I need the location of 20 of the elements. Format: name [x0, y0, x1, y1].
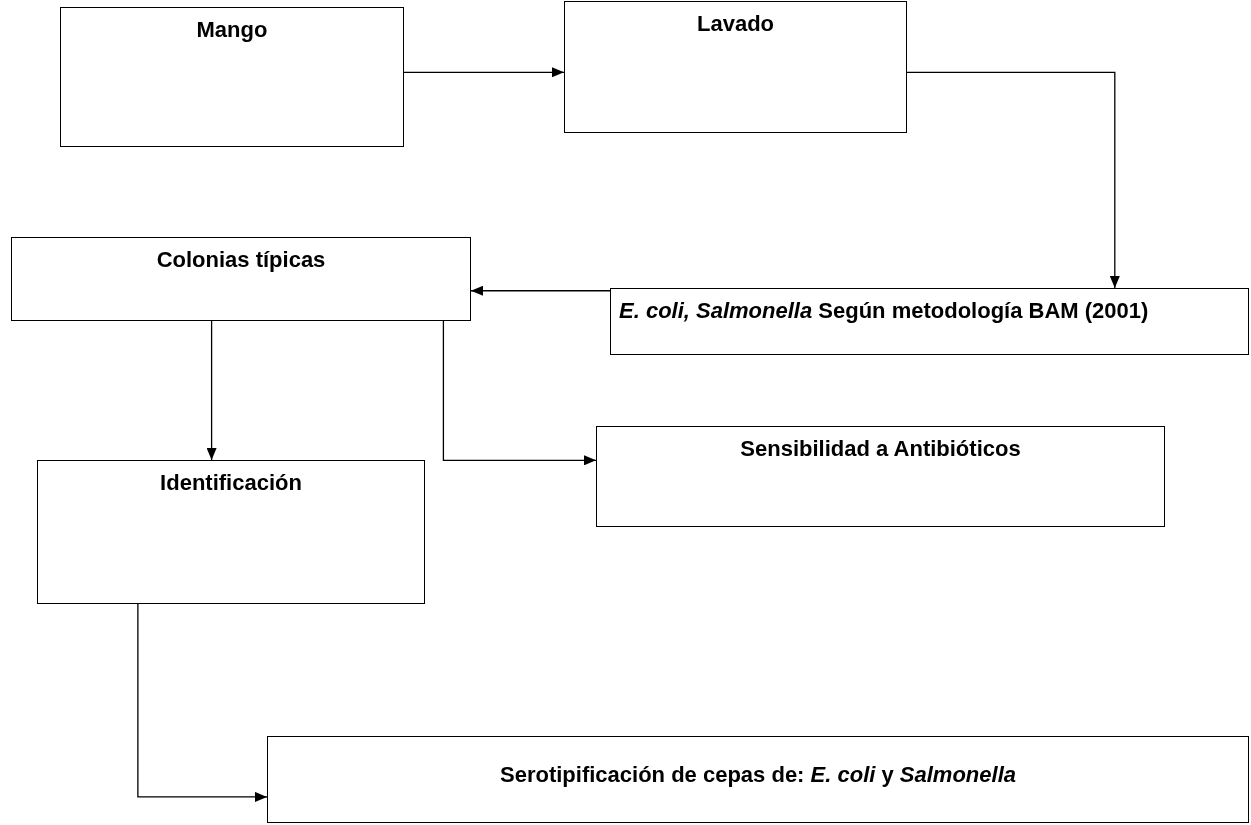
box-label: Serotipificación de cepas de: E. coli y Salmonella: [499, 761, 1017, 789]
process-box: [610, 288, 1249, 355]
process-box: [564, 1, 907, 133]
box-label: Colonias típicas: [155, 246, 327, 274]
arrow: [403, 67, 565, 78]
box-label: Lavado: [696, 10, 775, 38]
arrow: [470, 285, 611, 296]
process-box: [11, 237, 471, 321]
box-label: E. coli, Salmonella Según metodología BAM (2001): [619, 297, 1150, 325]
box-label: Identificación: [159, 469, 303, 497]
process-box: [60, 7, 404, 147]
arrow: [906, 71, 1120, 289]
process-box: [37, 460, 425, 604]
arrow: [442, 320, 597, 466]
box-label: Mango: [195, 16, 269, 44]
box-label: Sensibilidad a Antibióticos: [739, 435, 1022, 463]
process-box: [596, 426, 1165, 527]
process-box: [267, 736, 1249, 823]
arrow: [137, 603, 268, 802]
arrow: [206, 320, 217, 461]
